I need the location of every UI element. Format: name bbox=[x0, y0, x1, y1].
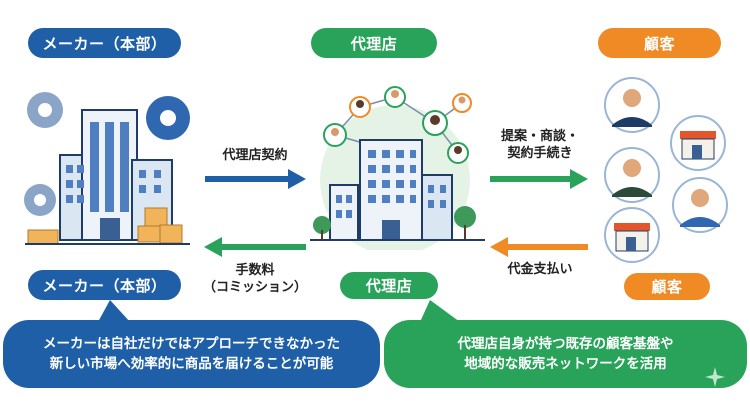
agent-building-illustration bbox=[310, 86, 485, 250]
payment-label: 代金支払い bbox=[507, 262, 573, 277]
businessman-icon bbox=[604, 147, 660, 203]
proposal-label-line2: 契約手続き bbox=[507, 146, 573, 161]
person-icon bbox=[447, 142, 469, 164]
agent-benefit-line2: 地域的な販売ネットワークを活用 bbox=[464, 356, 667, 372]
agent-benefit-line1: 代理店自身が持つ既存の顧客基盤や bbox=[457, 336, 674, 352]
maker-benefit-line1: メーカーは自社だけではアプローチできなかった bbox=[43, 336, 340, 352]
maker-label: メーカー（本部） bbox=[28, 270, 181, 300]
proposal-label-line1: 提案・商談・ bbox=[500, 129, 579, 144]
person-icon bbox=[349, 96, 371, 118]
contract-arrow bbox=[205, 169, 306, 189]
person-icon bbox=[422, 110, 448, 136]
shop-icon bbox=[670, 115, 726, 171]
maker-header: メーカー（本部） bbox=[28, 28, 181, 58]
person-icon bbox=[452, 93, 472, 113]
customer-illustration bbox=[604, 77, 728, 263]
customer-label: 顧客 bbox=[624, 273, 710, 300]
person-icon bbox=[384, 86, 406, 108]
agent-label: 代理店 bbox=[340, 272, 438, 299]
shop-icon bbox=[604, 207, 660, 263]
woman-icon bbox=[672, 177, 728, 233]
sparkle-icon bbox=[705, 367, 725, 387]
agent-benefit-bubble: 代理店自身が持つ既存の顧客基盤や 地域的な販売ネットワークを活用 bbox=[384, 320, 747, 388]
maker-building-illustration bbox=[24, 92, 190, 245]
fee-arrow bbox=[204, 237, 306, 257]
payment-arrow bbox=[490, 237, 588, 257]
maker-benefit-line2: 新しい市場へ効率的に商品を届けることが可能 bbox=[49, 356, 334, 372]
fee-label: 手数料 （コミッション） bbox=[195, 262, 315, 296]
fee-label-line2: （コミッション） bbox=[202, 280, 307, 295]
person-icon bbox=[323, 123, 347, 147]
proposal-arrow bbox=[490, 169, 588, 189]
contract-label: 代理店契約 bbox=[222, 148, 288, 163]
businessman-icon bbox=[604, 77, 660, 133]
bubble-tails bbox=[98, 300, 460, 322]
maker-benefit-bubble: メーカーは自社だけではアプローチできなかった 新しい市場へ効率的に商品を届けるこ… bbox=[3, 320, 380, 388]
fee-label-line1: 手数料 bbox=[235, 263, 275, 278]
proposal-label: 提案・商談・ 契約手続き bbox=[490, 128, 590, 162]
agent-header: 代理店 bbox=[311, 28, 437, 58]
customer-header: 顧客 bbox=[598, 28, 721, 58]
